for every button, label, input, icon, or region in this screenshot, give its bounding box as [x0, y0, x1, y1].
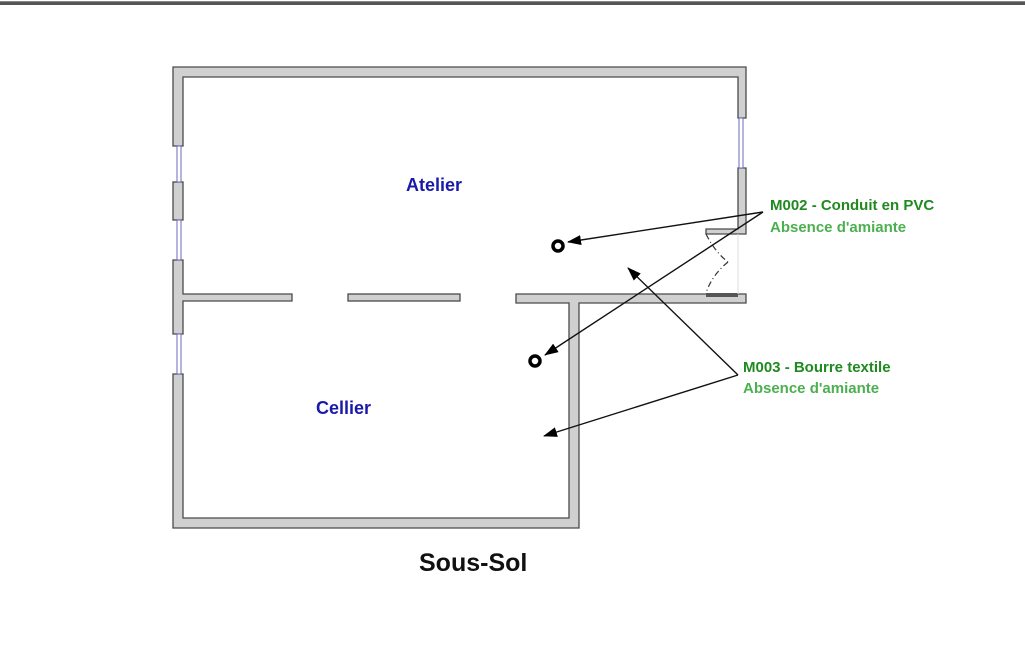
sample-marker-m003 [528, 354, 542, 368]
arrow-m003-1 [627, 267, 739, 376]
arrow-m002-1 [567, 211, 764, 245]
annotation-m002-title: M002 - Conduit en PVC [770, 197, 934, 214]
window-right [738, 117, 744, 169]
partition-middle [347, 293, 461, 302]
wall-left-middle [172, 259, 293, 335]
room-label-atelier: Atelier [406, 175, 462, 195]
door-sill [706, 293, 738, 297]
annotation-m003-result: Absence d'amiante [743, 380, 879, 397]
window-left-3 [176, 333, 182, 375]
window-left-2 [176, 219, 182, 261]
window-left-1 [176, 145, 182, 183]
plan-title: Sous-Sol [419, 549, 527, 577]
annotation-arrows [543, 211, 764, 437]
windows [176, 117, 744, 375]
top-border [0, 1, 1025, 5]
arrow-m003-2 [543, 374, 739, 437]
wall-top [172, 66, 747, 147]
door-swing [705, 233, 739, 294]
walls [172, 66, 747, 529]
room-label-cellier: Cellier [316, 398, 371, 418]
sample-marker-m002 [551, 239, 565, 253]
arrow-m002-2 [544, 211, 764, 356]
wall-cellier-right [172, 293, 747, 529]
annotation-m002-result: Absence d'amiante [770, 219, 906, 236]
wall-right-segment [705, 167, 747, 235]
annotation-m003-title: M003 - Bourre textile [743, 359, 891, 376]
wall-left-pier [172, 181, 184, 221]
